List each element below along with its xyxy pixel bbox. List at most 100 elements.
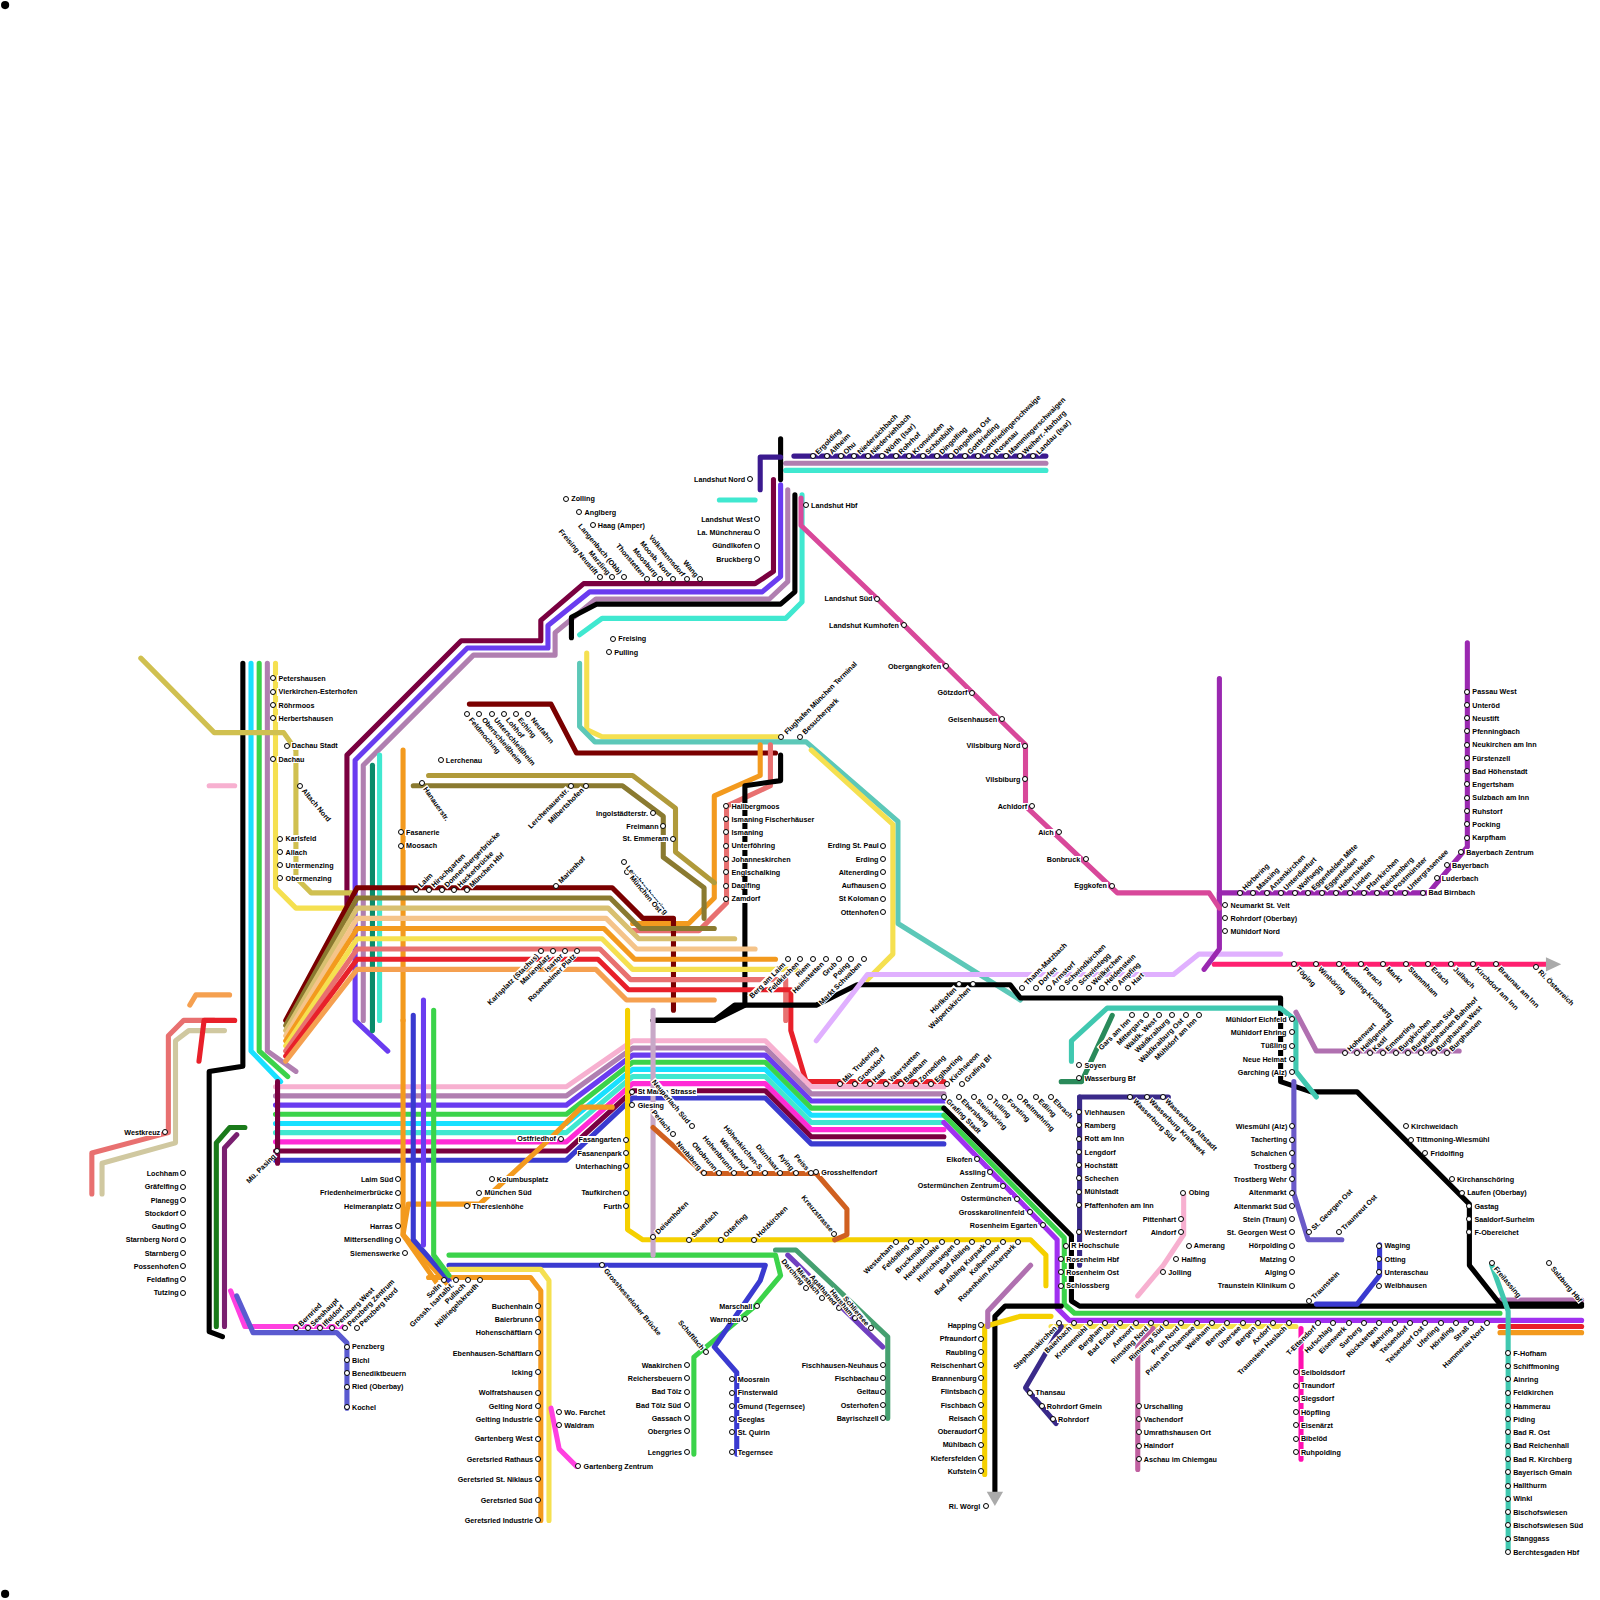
station-dot: [837, 1081, 843, 1087]
station-dot: [426, 887, 432, 893]
station-label: Pocking: [1471, 821, 1501, 828]
station-label: Pulling: [613, 649, 639, 656]
station-label: Rohrdorf Gmein: [1046, 1403, 1103, 1410]
station-dot: [684, 1389, 690, 1395]
station-label: Bad R. Ost: [1512, 1429, 1551, 1436]
station-dot: [1293, 1409, 1299, 1415]
station-dot: [1305, 890, 1311, 896]
station-dot: [978, 1322, 984, 1328]
station-dot: [754, 556, 760, 562]
station-label: Landshut Süd: [824, 595, 874, 602]
station-dot: [1222, 902, 1228, 908]
station-dot: [1289, 1243, 1295, 1249]
rail-line: [1500, 1330, 1582, 1335]
station-dot: [629, 1102, 635, 1108]
station-label: Kirchweidach: [1410, 1123, 1459, 1130]
station-label: Erding St. Paul: [827, 842, 880, 849]
station-dot: [1022, 776, 1028, 782]
station-dot: [723, 856, 729, 862]
station-label: Reichersbeuern: [627, 1375, 683, 1382]
station-dot: [1380, 961, 1386, 967]
station-dot: [697, 576, 703, 582]
station-label: Tüßling: [1260, 1042, 1288, 1049]
station-label: Planegg: [150, 1197, 180, 1204]
station-dot: [1289, 1150, 1295, 1156]
rail-line: [199, 1020, 235, 1061]
station-label: Götzdorf: [936, 689, 968, 696]
station-dot: [277, 875, 283, 881]
station-dot: [686, 1237, 692, 1243]
station-label: Obing: [1188, 1189, 1211, 1196]
station-dot: [880, 1415, 886, 1421]
station-dot: [1000, 1239, 1006, 1245]
station-dot: [836, 956, 842, 962]
station-label: Gündlkofen: [711, 542, 753, 549]
station-label: Bayerisch Gmain: [1512, 1469, 1573, 1476]
station-dot: [1063, 1243, 1069, 1249]
station-dot: [277, 849, 283, 855]
station-dot: [1459, 1190, 1465, 1196]
station-dot: [1076, 1202, 1082, 1208]
station-dot: [606, 649, 612, 655]
station-label: Altenerding: [838, 869, 880, 876]
station-dot: [810, 956, 816, 962]
station-dot: [1148, 1320, 1154, 1326]
station-dot: [1448, 961, 1454, 967]
station-label: Rohrdorf: [1057, 1416, 1090, 1423]
station-label: Starnberg Nord: [125, 1236, 180, 1243]
station-dot: [465, 1277, 471, 1283]
station-label: Matzing: [1259, 1256, 1288, 1263]
station-label: Ostfriedhof: [516, 1135, 557, 1142]
station-label: Laufen (Oberbay): [1466, 1189, 1528, 1196]
station-label: Heimeranplatz: [343, 1203, 394, 1210]
station-dot: [395, 1190, 401, 1196]
station-dot: [978, 1336, 984, 1342]
station-dot: [623, 1150, 629, 1156]
station-label: Eisenärzt: [1300, 1422, 1334, 1429]
station-label: Bad Höhenstadt: [1471, 768, 1528, 775]
station-label: Pittenhart: [1142, 1216, 1178, 1223]
station-dot: [701, 1170, 707, 1176]
station-label: Markt: [1384, 965, 1404, 985]
station-dot: [464, 887, 470, 893]
station-dot: [1376, 1256, 1382, 1262]
station-label: Otting: [1384, 1256, 1407, 1263]
station-label: Gauting: [151, 1223, 180, 1230]
station-label: Daglfing: [731, 882, 762, 889]
station-label: Giesing: [637, 1102, 665, 1109]
station-label: Bad Birnbach: [1427, 889, 1476, 896]
station-dot: [395, 1223, 401, 1229]
station-dot: [831, 1231, 837, 1237]
station-dot: [754, 543, 760, 549]
rail-line: [1138, 1194, 1184, 1296]
station-dot: [558, 1136, 564, 1142]
rail-line: [449, 1265, 765, 1454]
rail-line: [1214, 962, 1546, 967]
station-dot: [1291, 961, 1297, 967]
station-dot: [535, 1497, 541, 1503]
station-label: Neustift: [1471, 715, 1500, 722]
station-dot: [270, 756, 276, 762]
station-dot: [723, 896, 729, 902]
station-dot: [1087, 1320, 1093, 1326]
rail-line: [209, 783, 235, 788]
station-dot: [1425, 961, 1431, 967]
station-label: Mühldorf Nord: [1230, 928, 1282, 935]
station-dot: [1112, 985, 1118, 991]
station-dot: [939, 1239, 945, 1245]
station-dot: [1029, 803, 1035, 809]
station-label: Geretsried Industrie: [464, 1517, 534, 1524]
station-dot: [277, 836, 283, 842]
station-dot: [284, 743, 290, 749]
station-label: Geretsried Rathaus: [466, 1456, 534, 1463]
station-dot: [1438, 1320, 1444, 1326]
station-dot: [1027, 1390, 1033, 1396]
station-label: Zamdorf: [731, 895, 762, 902]
station-label: Jolling: [1167, 1269, 1192, 1276]
station-dot: [1209, 1320, 1215, 1326]
station-dot: [883, 1081, 889, 1087]
corner-dot: [1, 1, 9, 9]
station-label: Elkofen: [946, 1156, 974, 1163]
station-dot: [395, 1237, 401, 1243]
station-dot: [1336, 1229, 1342, 1235]
